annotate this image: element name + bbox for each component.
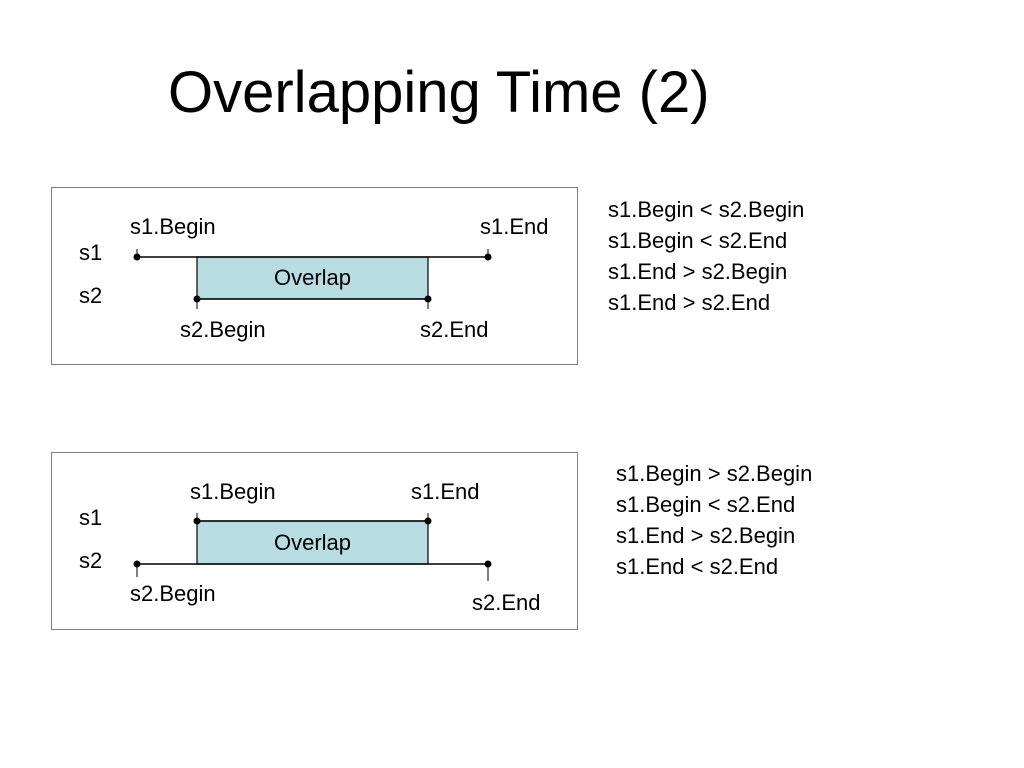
case1-condition: s1.End > s2.Begin — [608, 259, 788, 284]
case1-s2-end-label: s2.End — [420, 317, 489, 342]
case2-s1-end-dot — [424, 517, 432, 525]
case1-s2-end-dot — [424, 295, 432, 303]
case1-condition: s1.End > s2.End — [608, 290, 771, 315]
case2-condition: s1.Begin > s2.Begin — [616, 461, 813, 486]
case2-s2-begin-dot — [133, 560, 141, 568]
case1-condition: s1.Begin < s2.Begin — [608, 197, 805, 222]
case2-s2-end-dot — [484, 560, 492, 568]
case2-conditions-list: s1.Begin > s2.Begin s1.Begin < s2.End s1… — [616, 458, 812, 582]
case2-diagram-panel: s1 s2 s1.Begin s1.End s2.Begin s2.End Ov… — [51, 452, 578, 630]
case1-s1-begin-label: s1.Begin — [130, 214, 216, 239]
case1-conditions-list: s1.Begin < s2.Begin s1.Begin < s2.End s1… — [608, 194, 804, 318]
case1-timeline-svg — [133, 249, 492, 309]
case2-overlap-label: Overlap — [273, 530, 352, 555]
case1-s1-end-dot — [484, 253, 492, 261]
case1-s2-begin-dot — [193, 295, 201, 303]
case1-row-label-s1: s1 — [79, 240, 103, 265]
case2-row-label-s2: s2 — [79, 548, 103, 573]
case2-s2-end-label: s2.End — [472, 590, 541, 615]
case2-timeline-svg — [133, 513, 492, 581]
page-title: Overlapping Time (2) — [168, 60, 710, 125]
case2-overlap-box — [196, 520, 429, 565]
case2-row-label-s1: s1 — [79, 505, 103, 530]
case2-s1-end-label: s1.End — [411, 479, 480, 504]
case1-row-label-s2: s2 — [79, 283, 103, 308]
case2-s1-begin-label: s1.Begin — [190, 479, 276, 504]
case2-condition: s1.End < s2.End — [616, 554, 779, 579]
case1-diagram-panel: s1 s2 s1.Begin s1.End s2.Begin s2.End Ov… — [51, 187, 578, 365]
case1-s2-begin-label: s2.Begin — [180, 317, 266, 342]
case2-condition: s1.End > s2.Begin — [616, 523, 796, 548]
case2-condition: s1.Begin < s2.End — [616, 492, 796, 517]
case1-s1-begin-dot — [133, 253, 141, 261]
case2-s1-begin-dot — [193, 517, 201, 525]
case1-overlap-label: Overlap — [273, 265, 352, 290]
case1-s1-end-label: s1.End — [480, 214, 549, 239]
case1-overlap-box — [196, 256, 429, 300]
case2-s2-begin-label: s2.Begin — [130, 581, 216, 606]
case1-condition: s1.Begin < s2.End — [608, 228, 788, 253]
